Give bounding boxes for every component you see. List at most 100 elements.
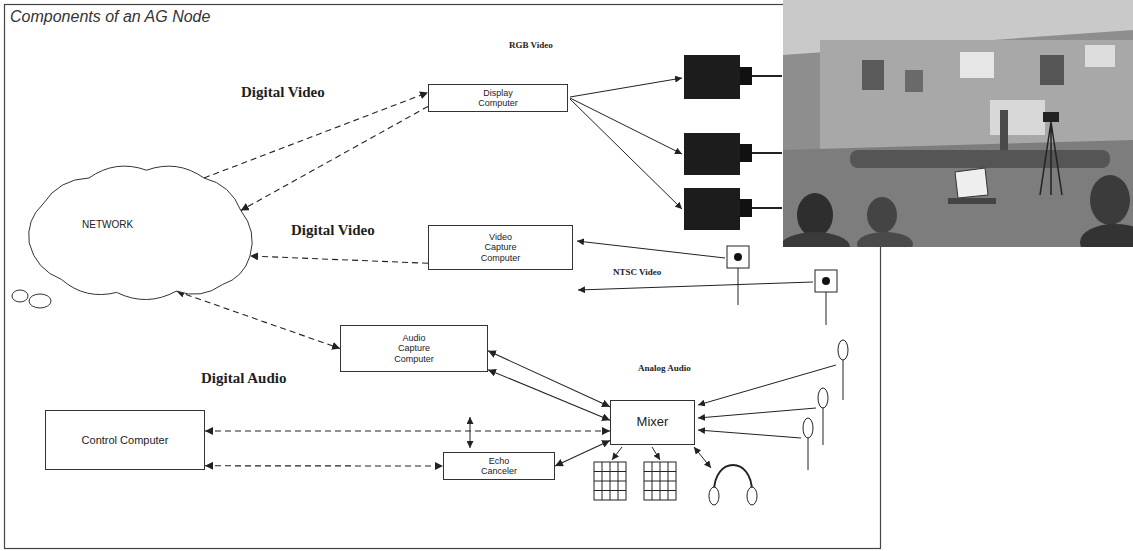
projector-lens: [740, 199, 752, 217]
audio-wire: [698, 365, 836, 405]
box-label: Echo Canceler: [474, 456, 524, 477]
audio-wire: [694, 447, 711, 468]
rgb-wire: [570, 78, 682, 97]
microphone-stand: [808, 438, 809, 470]
box-label: Display Computer: [473, 88, 523, 109]
microphone-stand: [843, 360, 844, 400]
mixer-box: Mixer: [610, 400, 695, 445]
microphone-symbol: [838, 340, 848, 360]
photo-poster: [1040, 55, 1064, 85]
photo-person: [797, 193, 833, 237]
projector-lens: [740, 144, 752, 162]
rgb-video-wires: [570, 78, 682, 209]
projector-beam: [752, 207, 782, 209]
headphone-band: [714, 465, 752, 492]
box-label: Mixer: [637, 415, 669, 430]
photo-person: [857, 232, 913, 247]
audio-link: [488, 370, 610, 421]
microphone-symbol: [803, 418, 813, 438]
data-link: [250, 256, 428, 263]
control-link-arrow: [470, 417, 471, 448]
connectors: [176, 92, 610, 466]
box-label: NETWORK: [82, 219, 133, 231]
photo-screen: [960, 52, 994, 78]
audio-wire: [652, 447, 660, 460]
photo-floor: [783, 140, 1133, 247]
audio-wire: [698, 430, 801, 438]
cameras: [577, 241, 837, 325]
photo-person: [1090, 175, 1130, 225]
photo-poster: [862, 60, 884, 90]
photo-board: [990, 100, 1045, 135]
photo-wall: [820, 40, 1133, 150]
speaker-grille: [644, 462, 676, 500]
cloud-shape: [29, 166, 253, 299]
cloud-outline: [20, 165, 250, 295]
cloud-bubble: [12, 290, 28, 302]
speaker-symbol: [644, 462, 676, 500]
speaker-symbol: [594, 462, 626, 500]
photo-laptop: [955, 168, 988, 198]
microphone-stand: [823, 408, 824, 445]
photo-person: [1000, 110, 1008, 150]
photo-laptop-base: [948, 198, 996, 204]
headphone-ear: [747, 487, 757, 505]
audio-link: [555, 441, 610, 467]
video-capture-computer-box: Video Capture Computer: [428, 225, 573, 270]
room-photo: [783, 0, 1133, 247]
microphones: [698, 340, 848, 470]
camera-symbol: [815, 270, 837, 292]
photo-tripod: [1040, 122, 1062, 195]
headphone-ear: [709, 487, 719, 505]
audio-link: [488, 351, 610, 407]
data-link: [204, 92, 428, 178]
box-label: Control Computer: [82, 434, 169, 447]
camera-symbol: [727, 246, 749, 268]
signal-label: Digital Audio: [200, 370, 287, 387]
projector-symbol: [684, 55, 740, 99]
speakers: [594, 447, 676, 500]
audio-wire: [698, 408, 816, 418]
control-computer-box: Control Computer: [45, 410, 205, 470]
photo-poster: [905, 70, 923, 92]
data-link: [205, 430, 610, 431]
box-label: Audio Capture Computer: [389, 333, 439, 364]
camera-lens: [822, 277, 830, 285]
signal-label: Digital Video: [240, 84, 326, 101]
photo-person: [867, 197, 897, 233]
projector-beam: [752, 152, 782, 154]
projector-symbol: [684, 188, 740, 230]
audio-wire: [612, 447, 622, 460]
rgb-wire: [570, 99, 682, 209]
signal-label: Digital Video: [290, 222, 376, 239]
microphone-symbol: [818, 388, 828, 408]
audio-capture-computer-box: Audio Capture Computer: [340, 325, 488, 372]
data-link: [241, 106, 428, 210]
box-label: Video Capture Computer: [476, 232, 526, 263]
ntsc-wire: [577, 241, 725, 258]
data-link: [205, 465, 443, 466]
data-link: [176, 291, 340, 348]
headphones: [694, 447, 757, 505]
signal-label: Analog Audio: [637, 363, 692, 373]
projectors: [684, 55, 782, 230]
echo-canceler-box: Echo Canceler: [443, 452, 555, 480]
signal-label: NTSC Video: [612, 267, 662, 277]
photo-ground: [783, 0, 1133, 247]
signal-label: RGB Video: [508, 40, 554, 50]
camera-lens: [734, 253, 742, 261]
projector-symbol: [684, 133, 740, 175]
speaker-grille: [594, 462, 626, 500]
cloud-bubble: [29, 294, 51, 308]
camera-stand: [826, 292, 827, 325]
photo-person: [783, 232, 850, 247]
display-computer-box: Display Computer: [428, 84, 568, 112]
photo-person: [1080, 224, 1133, 247]
rgb-wire: [570, 98, 682, 154]
network-cloud: NETWORK: [20, 165, 250, 295]
projector-lens: [740, 67, 752, 85]
ntsc-wire: [578, 282, 813, 290]
photo-table: [850, 150, 1110, 168]
